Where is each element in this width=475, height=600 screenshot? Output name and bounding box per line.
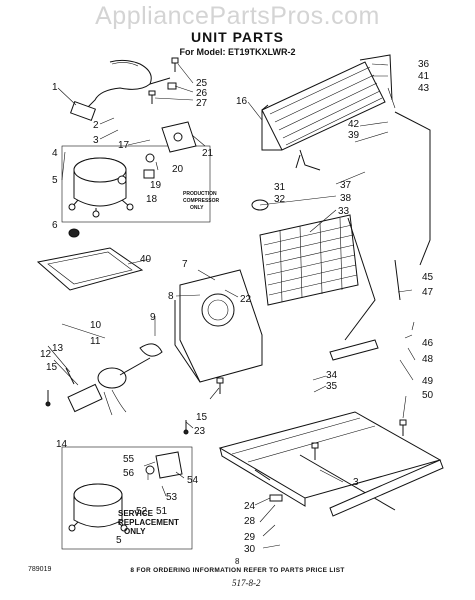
callout-19: 19 [150, 180, 162, 191]
screw-parts-25-27 [148, 57, 179, 104]
condenser-coil-illustration [261, 54, 431, 266]
fan-motor-illustration [65, 343, 163, 416]
callout-32: 32 [274, 194, 286, 205]
production-label-line3: ONLY [190, 205, 204, 211]
power-cord-illustration [69, 59, 171, 122]
production-compressor-box [61, 145, 211, 223]
callout-23: 23 [194, 426, 206, 437]
callout-15-right: 15 [196, 412, 208, 423]
document-number: 789019 [28, 566, 52, 573]
overload-part [145, 153, 155, 163]
callout-10: 10 [90, 320, 102, 331]
callout-37: 37 [340, 180, 352, 191]
callout-52: 52 [136, 506, 148, 517]
callout-34: 34 [326, 370, 338, 381]
service-replacement-box [61, 446, 193, 550]
callout-54: 54 [187, 475, 199, 486]
callout-50: 50 [422, 390, 434, 401]
callout-11: 11 [90, 336, 101, 347]
callout-40: 40 [140, 254, 152, 265]
watermark: AppliancePartsPros.com [95, 2, 380, 30]
callout-43: 43 [418, 83, 430, 94]
callout-25: 25 [196, 78, 208, 89]
callout-35: 35 [326, 381, 338, 392]
service-compressor-illustration [68, 451, 183, 532]
callout-4: 4 [52, 148, 58, 159]
callout-42: 42 [348, 119, 360, 130]
callout-14: 14 [56, 439, 68, 450]
production-label-line1: PRODUCTION [183, 191, 217, 197]
callout-39: 39 [348, 130, 360, 141]
callout-48: 48 [422, 354, 434, 365]
callout-13: 13 [52, 343, 64, 354]
callout-5-service: 5 [116, 535, 122, 546]
callout-29: 29 [244, 532, 256, 543]
callout-9: 9 [150, 312, 156, 323]
page-number: 8 [235, 557, 240, 566]
callout-21: 21 [202, 148, 214, 159]
callout-3: 3 [93, 135, 99, 146]
callout-31: 31 [274, 182, 286, 193]
grommet-part [68, 228, 80, 238]
callout-36: 36 [418, 59, 430, 70]
drain-pan-illustration [36, 247, 144, 291]
base-frame-illustration [218, 411, 444, 517]
callout-38: 38 [340, 193, 352, 204]
leader-lines [47, 63, 416, 549]
callout-7: 7 [182, 259, 188, 270]
callout-8: 8 [168, 291, 174, 302]
callout-27: 27 [196, 98, 208, 109]
callout-51: 51 [156, 506, 168, 517]
callout-22: 22 [240, 294, 252, 305]
service-label-line1: SERVICE [118, 509, 154, 518]
evaporator-coil-illustration [251, 199, 401, 341]
callout-18: 18 [146, 194, 158, 205]
tube-clip [329, 339, 379, 361]
callout-26: 26 [196, 88, 208, 99]
fan-shroud-illustration [174, 269, 263, 383]
callout-41: 41 [418, 71, 430, 82]
callout-53: 53 [166, 492, 178, 503]
callout-24: 24 [244, 501, 256, 512]
misc-screws [45, 377, 407, 460]
callout-6: 6 [52, 220, 58, 231]
callout-2: 2 [93, 120, 99, 131]
model-subtitle: For Model: ET19TKXLWR-2 [179, 47, 296, 57]
callout-12: 12 [40, 349, 52, 360]
service-label-line3: ONLY [124, 527, 146, 536]
callout-47: 47 [422, 287, 434, 298]
callout-56: 56 [123, 468, 135, 479]
callout-46: 46 [422, 338, 434, 349]
callout-49: 49 [422, 376, 434, 387]
service-label-line2: REPLACEMENT [118, 518, 179, 527]
callout-20: 20 [172, 164, 184, 175]
callout-30: 30 [244, 544, 256, 555]
page-title: UNIT PARTS [191, 29, 284, 45]
callout-1: 1 [52, 82, 58, 93]
callout-28: 28 [244, 516, 256, 527]
callout-5-top: 5 [52, 175, 58, 186]
callout-numbers: 1 2 3 4 5 6 7 8 9 10 11 12 13 14 15 15 1… [40, 59, 434, 555]
callout-16: 16 [236, 96, 248, 107]
ordering-footnote: 8 FOR ORDERING INFORMATION REFER TO PART… [130, 567, 345, 574]
callout-15-left: 15 [46, 362, 58, 373]
compressor-illustration [68, 157, 134, 218]
callout-33: 33 [338, 206, 350, 217]
callout-55: 55 [123, 454, 135, 465]
handwritten-note: 517-8-2 [232, 578, 261, 588]
callout-17: 17 [118, 140, 130, 151]
callout-3-frame: 3 [353, 477, 359, 488]
production-label-line2: COMPRESSOR [183, 198, 220, 204]
callout-45: 45 [422, 272, 434, 283]
